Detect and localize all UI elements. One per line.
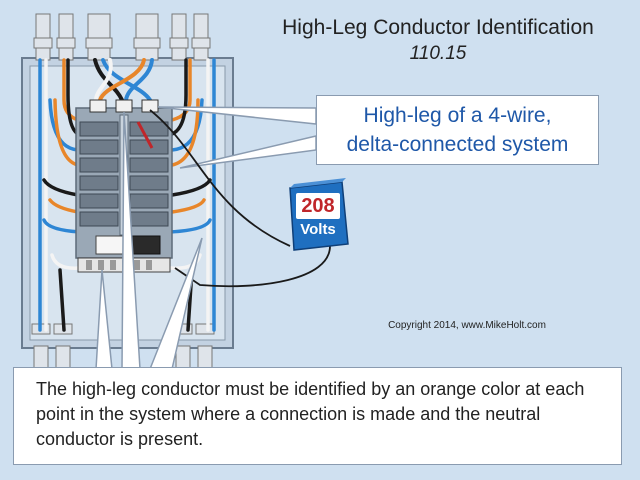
page-title: High-Leg Conductor Identification (282, 16, 594, 39)
meter-reading: 208 (296, 193, 340, 219)
callout-line-2: delta-connected system (346, 133, 569, 156)
top-conduits (33, 13, 211, 61)
high-leg-marker (136, 121, 154, 149)
code-reference: 110.15 (409, 43, 467, 64)
copyright-notice: Copyright 2014, www.MikeHolt.com (388, 320, 546, 331)
meter-unit: Volts (300, 221, 336, 238)
callout-line-1: High-leg of a 4-wire, (363, 104, 552, 127)
feeder-conductors (93, 58, 154, 102)
high-leg-callout: High-leg of a 4-wire, delta-connected sy… (316, 95, 599, 165)
neutral-block (95, 235, 125, 255)
meter-leads (149, 109, 331, 288)
main-lugs (89, 99, 159, 113)
requirement-note: The high-leg conductor must be identifie… (13, 367, 622, 465)
circuit-breakers (79, 121, 169, 227)
